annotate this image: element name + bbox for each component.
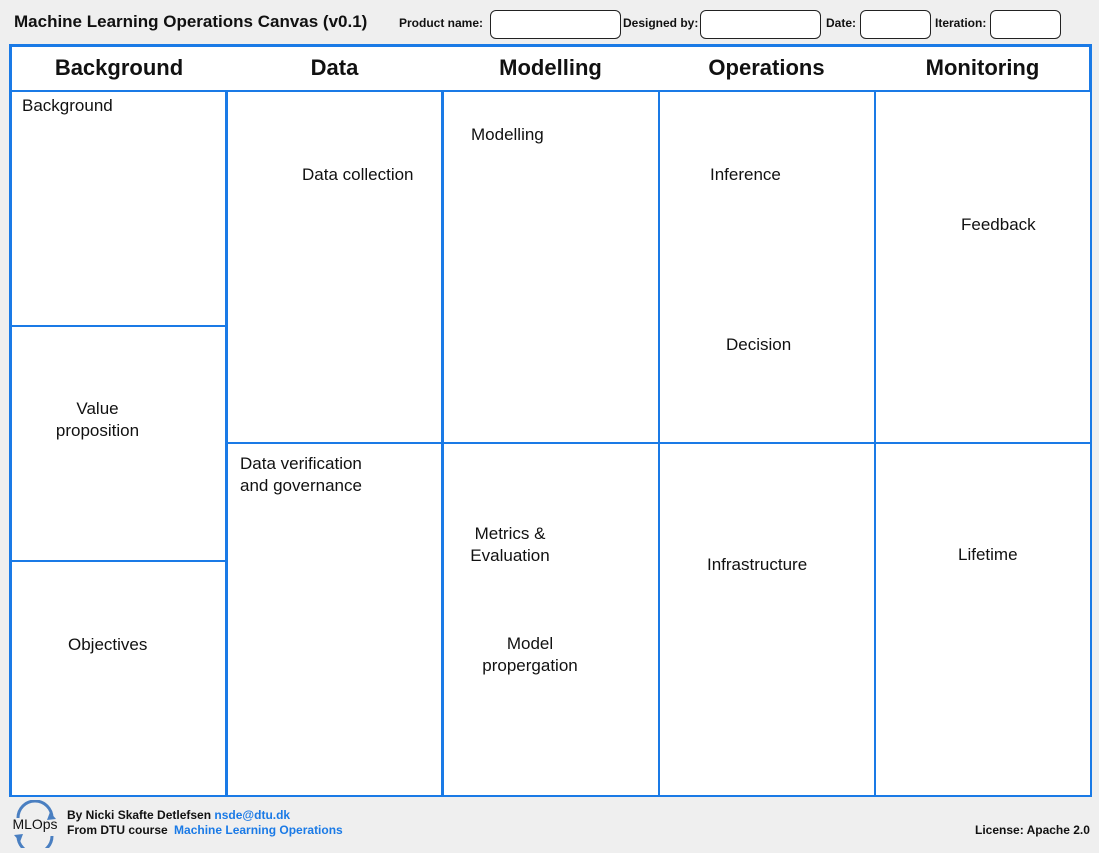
column-header-monitoring: Monitoring	[925, 55, 1040, 80]
column-header-data: Data	[310, 55, 359, 80]
label-data-verification: Data verification and governance	[240, 453, 362, 497]
cell-data-verification[interactable]	[226, 442, 443, 797]
column-header-modelling: Modelling	[499, 55, 602, 80]
cell-background[interactable]	[10, 90, 227, 327]
author-email-link[interactable]: nsde@dtu.dk	[214, 808, 291, 822]
label-data-verification-line1: Data verification	[240, 454, 362, 473]
footer-author-name: By Nicki Skafte Detlefsen	[67, 808, 212, 822]
footer-course-prefix: From DTU course	[67, 823, 168, 837]
mlops-logo-icon	[14, 799, 56, 853]
column-header-operations: Operations	[708, 55, 825, 80]
label-metrics-line2: Evaluation	[470, 546, 550, 565]
label-data-collection: Data collection	[302, 165, 414, 184]
cell-metrics-evaluation[interactable]	[442, 442, 660, 797]
date-input[interactable]	[860, 10, 931, 39]
label-feedback: Feedback	[961, 215, 1036, 234]
label-model-prop-line2: propergation	[482, 656, 578, 675]
label-model-propergation: Model propergation	[470, 633, 590, 677]
cell-objectives[interactable]	[10, 560, 227, 797]
cell-data-collection[interactable]	[226, 90, 443, 444]
label-data-verification-line2: and governance	[240, 476, 362, 495]
iteration-label: Iteration:	[935, 16, 987, 30]
canvas-title: Machine Learning Operations Canvas (v0.1…	[14, 12, 368, 31]
mlops-logo: MLOps	[10, 799, 60, 853]
cell-lifetime[interactable]	[874, 442, 1092, 797]
label-background: Background	[22, 96, 113, 115]
label-metrics-line1: Metrics &	[474, 524, 546, 543]
cell-feedback[interactable]	[874, 90, 1092, 444]
cell-infrastructure[interactable]	[658, 442, 876, 797]
cell-inference-decision[interactable]	[658, 90, 876, 444]
iteration-input[interactable]	[990, 10, 1061, 39]
cell-value-proposition[interactable]	[10, 325, 227, 562]
column-header-background: Background	[54, 55, 184, 80]
product-name-input[interactable]	[490, 10, 621, 39]
label-decision: Decision	[726, 335, 792, 354]
designed-by-label: Designed by:	[623, 16, 699, 30]
product-name-label: Product name:	[399, 16, 484, 30]
mlops-logo-text: MLOps	[12, 816, 58, 832]
footer-author: By Nicki Skafte Detlefsen nsde@dtu.dk	[67, 808, 290, 822]
label-lifetime: Lifetime	[958, 545, 1018, 564]
designed-by-input[interactable]	[700, 10, 821, 39]
label-value-proposition: Value proposition	[40, 398, 155, 442]
label-objectives: Objectives	[68, 635, 148, 654]
date-label: Date:	[826, 16, 857, 30]
label-infrastructure: Infrastructure	[707, 555, 808, 574]
footer-course: From DTU course Machine Learning Operati…	[67, 823, 343, 837]
label-model-prop-line1: Model	[506, 634, 554, 653]
label-inference: Inference	[710, 165, 781, 184]
label-modelling: Modelling	[471, 125, 544, 144]
course-link[interactable]: Machine Learning Operations	[174, 823, 343, 837]
label-metrics-evaluation: Metrics & Evaluation	[455, 523, 565, 567]
label-value-line2: proposition	[55, 421, 140, 440]
label-value-line1: Value	[76, 399, 119, 418]
footer-license: License: Apache 2.0	[975, 823, 1090, 837]
